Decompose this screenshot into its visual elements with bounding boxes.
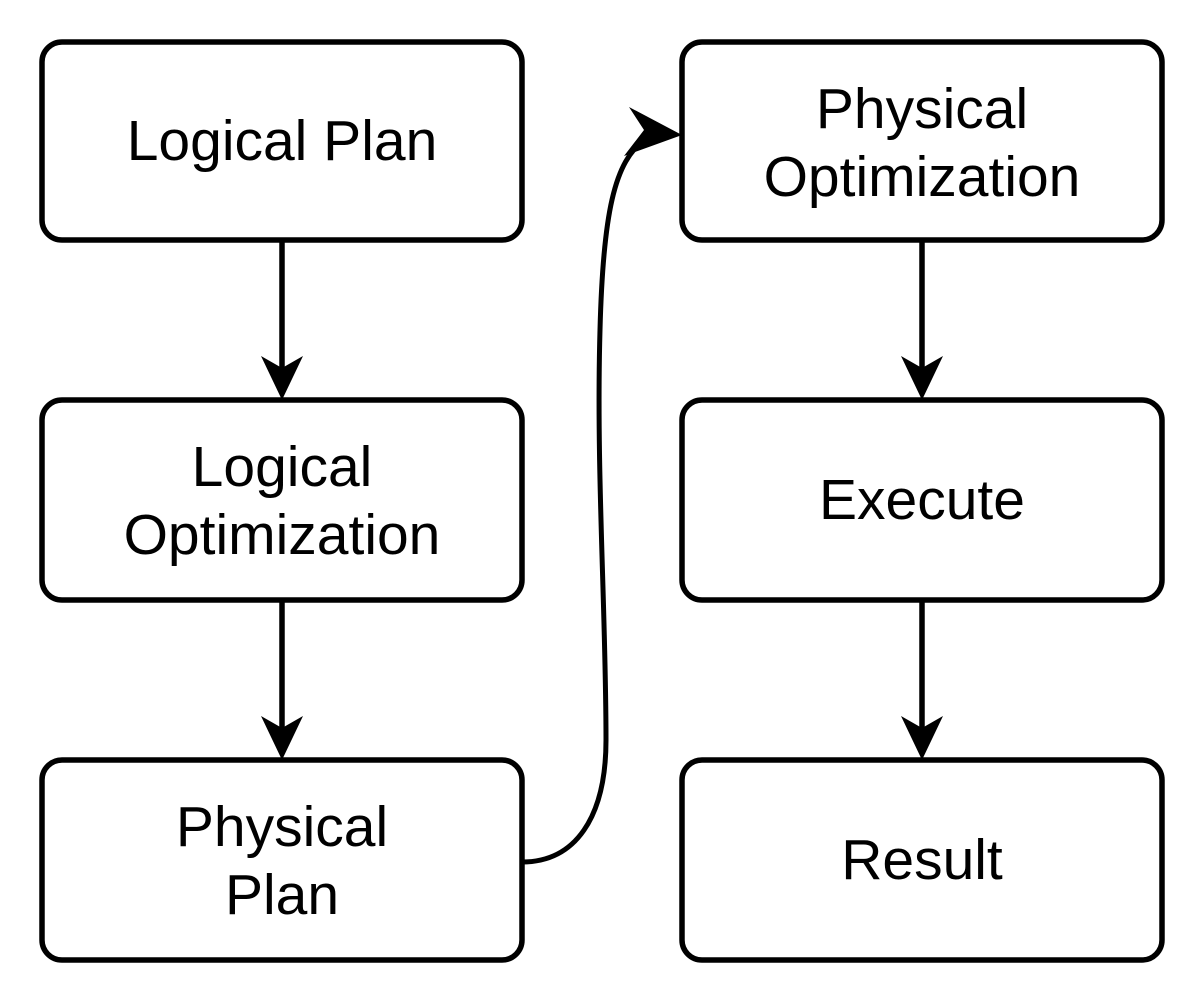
node-physical-plan[interactable]: Physical Plan xyxy=(39,757,525,963)
node-logical-optimization[interactable]: Logical Optimization xyxy=(39,397,525,603)
node-logical-optimization-label-line1: Logical xyxy=(192,435,373,499)
node-logical-plan[interactable]: Logical Plan xyxy=(39,39,525,243)
edge-logical-optimization-to-physical-plan xyxy=(261,600,303,760)
arrowhead-right-icon xyxy=(624,107,682,156)
node-physical-plan-box[interactable] xyxy=(39,757,525,963)
edge-curve-segment xyxy=(519,136,649,865)
node-logical-optimization-label-line2: Optimization xyxy=(124,503,441,567)
node-result-box[interactable] xyxy=(679,757,1165,963)
node-layer: Logical Plan Logical Optimization Physic… xyxy=(39,39,1165,963)
node-logical-optimization-box[interactable] xyxy=(39,397,525,603)
node-logical-plan-box[interactable] xyxy=(39,39,525,243)
node-physical-optimization-box[interactable] xyxy=(679,39,1165,243)
edge-physical-plan-to-physical-optimization xyxy=(519,107,682,865)
node-physical-plan-label-line2: Plan xyxy=(225,863,339,927)
node-execute-label: Execute xyxy=(819,468,1025,532)
node-physical-optimization-label-line1: Physical xyxy=(816,77,1028,141)
node-execute[interactable]: Execute xyxy=(679,397,1165,603)
node-physical-plan-label-line1: Physical xyxy=(176,795,388,859)
arrowhead-down-icon xyxy=(901,356,943,400)
arrowhead-down-icon xyxy=(261,356,303,400)
node-execute-box[interactable] xyxy=(679,397,1165,603)
arrowhead-down-icon xyxy=(261,716,303,760)
node-logical-plan-label: Logical Plan xyxy=(127,109,438,173)
arrowhead-down-icon xyxy=(901,716,943,760)
node-result[interactable]: Result xyxy=(679,757,1165,963)
node-result-label: Result xyxy=(841,828,1003,892)
edge-logical-plan-to-logical-optimization xyxy=(261,240,303,400)
node-physical-optimization-label-line2: Optimization xyxy=(764,145,1081,209)
edge-physical-optimization-to-execute xyxy=(901,240,943,400)
edge-layer xyxy=(261,107,943,865)
edge-execute-to-result xyxy=(901,600,943,760)
node-physical-optimization[interactable]: Physical Optimization xyxy=(679,39,1165,243)
